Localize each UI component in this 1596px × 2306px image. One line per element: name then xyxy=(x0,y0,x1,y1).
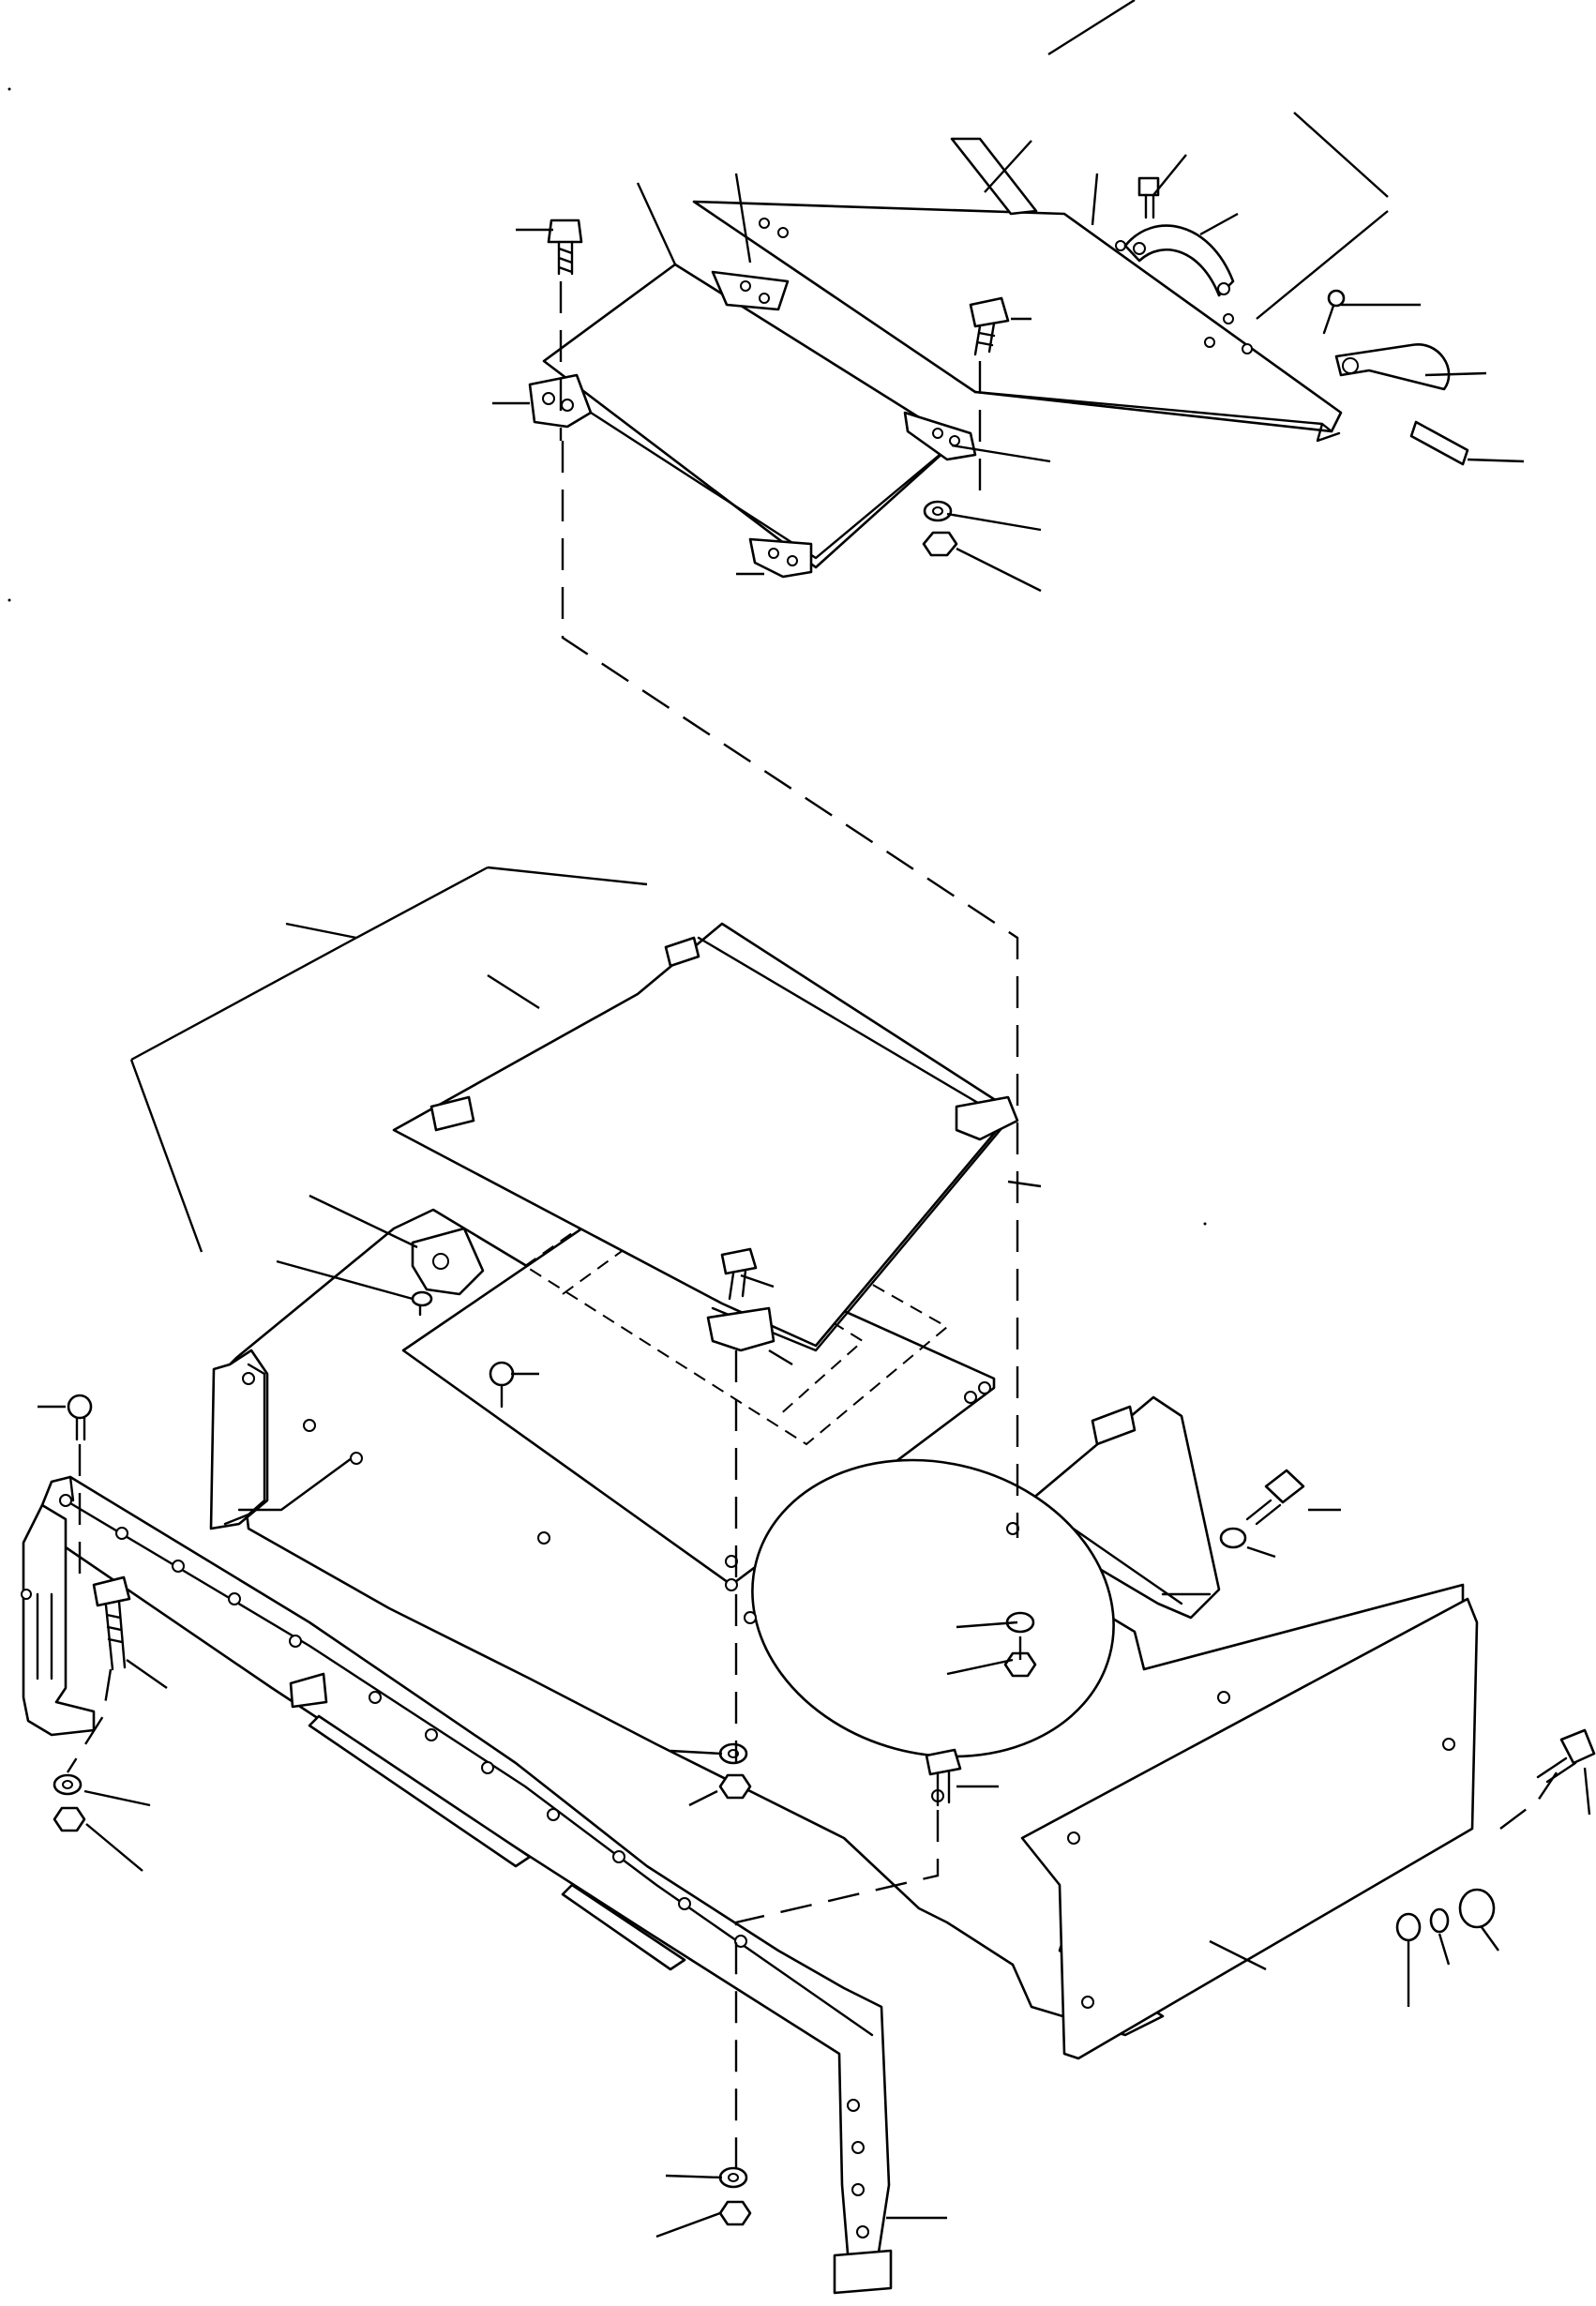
rail-strip xyxy=(561,1883,686,1971)
bolt-small-icon xyxy=(1137,176,1160,219)
lid-latch-top-icon xyxy=(664,936,700,968)
nut-icon xyxy=(718,1773,752,1800)
nut-icon xyxy=(718,2200,752,2226)
side-frame-rail xyxy=(21,1475,893,2295)
rail-left-leg xyxy=(22,1503,96,1737)
plate-hole xyxy=(1242,343,1253,354)
main-hood xyxy=(209,922,1479,2060)
lid-latch-icon xyxy=(429,1095,475,1132)
rear-plate-flange xyxy=(973,390,1341,443)
hood-left-leg xyxy=(209,1349,269,1530)
hinge-top xyxy=(711,270,790,311)
bolt-icon xyxy=(547,219,583,276)
plate-hole xyxy=(1223,313,1234,324)
rubber-strip xyxy=(950,137,1038,216)
bolt-rail-top-icon xyxy=(67,1394,93,1441)
grab-handle-icon xyxy=(1123,224,1235,297)
nut-icon xyxy=(53,1806,86,1832)
knob-icon xyxy=(489,1361,515,1409)
bolt-icon xyxy=(720,1247,758,1301)
rear-plate xyxy=(692,200,1343,433)
rail-tab xyxy=(289,1672,328,1709)
plate-hole xyxy=(1204,337,1215,348)
washer-icon xyxy=(1219,1527,1247,1549)
bolt-right-icon xyxy=(1245,1469,1305,1526)
hood-holes xyxy=(242,1372,1455,2009)
nut-icon xyxy=(1395,1912,1422,1942)
upper-cover-assembly xyxy=(528,137,1469,579)
lock-washer-icon xyxy=(1429,1907,1450,1934)
rail-right-foot xyxy=(833,2249,893,2295)
round-opening xyxy=(751,1458,1115,1758)
spacer-icon xyxy=(1458,1888,1496,1929)
hinge-right xyxy=(903,411,977,461)
hood-left-leg-foot xyxy=(237,1456,354,1512)
rail-holes xyxy=(21,1494,869,2238)
hood-front-panel xyxy=(1020,1597,1479,2060)
plate-hole xyxy=(777,227,789,238)
lid-hinge-bottom-icon xyxy=(706,1306,775,1352)
bolt-icon xyxy=(969,296,1010,356)
nut-icon xyxy=(1003,1651,1037,1678)
bolt-front-icon xyxy=(1536,1728,1596,1784)
pin-icon xyxy=(1409,420,1469,466)
nut-icon xyxy=(922,531,958,557)
lid-hinge-icon xyxy=(955,1095,1019,1141)
plate-hole xyxy=(1115,240,1126,251)
knob-pin-icon xyxy=(1322,289,1346,335)
bolt-icon xyxy=(925,1748,962,1807)
callout-leaders xyxy=(38,0,1591,2238)
alignment-lines xyxy=(66,281,1558,2176)
rail-strip xyxy=(308,1714,532,1868)
bolt-long-icon xyxy=(92,1575,131,1671)
cover-lid-edge xyxy=(589,411,958,560)
latch-bracket xyxy=(1091,1405,1137,1446)
latch-lever-icon xyxy=(1334,343,1451,391)
hinge-bottom xyxy=(748,537,813,579)
fasteners-lower xyxy=(53,1247,1596,2226)
plate-hole xyxy=(759,218,770,229)
